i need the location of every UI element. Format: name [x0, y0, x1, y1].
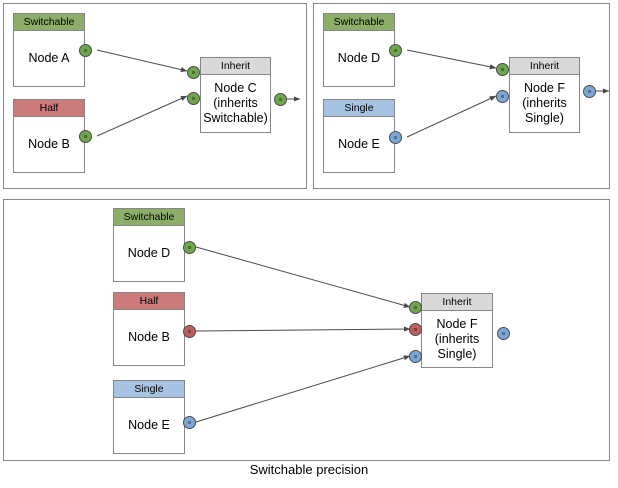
node-e2[interactable]: Single Node E: [113, 380, 185, 454]
node-a-label: Node A: [28, 51, 70, 65]
node-d-out-port[interactable]: [389, 44, 402, 57]
node-c-in-2-port[interactable]: [187, 92, 200, 105]
node-c-header: Inherit: [201, 58, 270, 75]
node-e2-label: Node E: [128, 418, 170, 432]
node-f2-in-1-port[interactable]: [409, 301, 422, 314]
node-f2-in-3-port[interactable]: [409, 350, 422, 363]
node-f2-label: Node F (inherits Single): [434, 316, 480, 361]
node-b2[interactable]: Half Node B: [113, 292, 185, 366]
node-b2-label: Node B: [128, 330, 170, 344]
node-b2-header: Half: [114, 293, 184, 310]
node-d2-out-port[interactable]: [183, 241, 196, 254]
node-f2[interactable]: Inherit Node F (inherits Single): [421, 293, 493, 368]
node-d-header: Switchable: [324, 14, 394, 31]
node-a[interactable]: Switchable Node A: [13, 13, 85, 87]
diagram-caption: Switchable precision: [249, 462, 369, 477]
node-c-out-port[interactable]: [274, 93, 287, 106]
node-b-header: Half: [14, 100, 84, 117]
node-f2-out-port[interactable]: [497, 327, 510, 340]
panel-bottom: [3, 199, 610, 461]
node-b2-out-port[interactable]: [183, 325, 196, 338]
node-a-out-port[interactable]: [79, 44, 92, 57]
node-d-label: Node D: [337, 51, 381, 65]
node-f-in-1-port[interactable]: [496, 63, 509, 76]
node-c-in-1-port[interactable]: [187, 66, 200, 79]
node-d2-header: Switchable: [114, 209, 184, 226]
node-c-label: Node C (inherits Switchable): [203, 81, 268, 125]
node-e-header: Single: [324, 100, 394, 117]
node-f-in-2-port[interactable]: [496, 90, 509, 103]
node-d2-label: Node D: [127, 246, 171, 260]
node-e2-header: Single: [114, 381, 184, 398]
node-e-label: Node E: [338, 137, 380, 151]
node-f-out-port[interactable]: [583, 85, 596, 98]
node-b-label: Node B: [28, 137, 70, 151]
node-f2-header: Inherit: [422, 294, 492, 311]
node-b[interactable]: Half Node B: [13, 99, 85, 173]
node-f[interactable]: Inherit Node F (inherits Single): [509, 57, 580, 133]
node-d2[interactable]: Switchable Node D: [113, 208, 185, 282]
node-f2-in-2-port[interactable]: [409, 323, 422, 336]
node-e2-out-port[interactable]: [183, 416, 196, 429]
node-b-out-port[interactable]: [79, 130, 92, 143]
node-d[interactable]: Switchable Node D: [323, 13, 395, 87]
node-c[interactable]: Inherit Node C (inherits Switchable): [200, 57, 271, 133]
node-a-header: Switchable: [14, 14, 84, 31]
node-e-out-port[interactable]: [389, 131, 402, 144]
node-e[interactable]: Single Node E: [323, 99, 395, 173]
node-f-header: Inherit: [510, 58, 579, 75]
node-f-label: Node F (inherits Single): [522, 81, 567, 125]
